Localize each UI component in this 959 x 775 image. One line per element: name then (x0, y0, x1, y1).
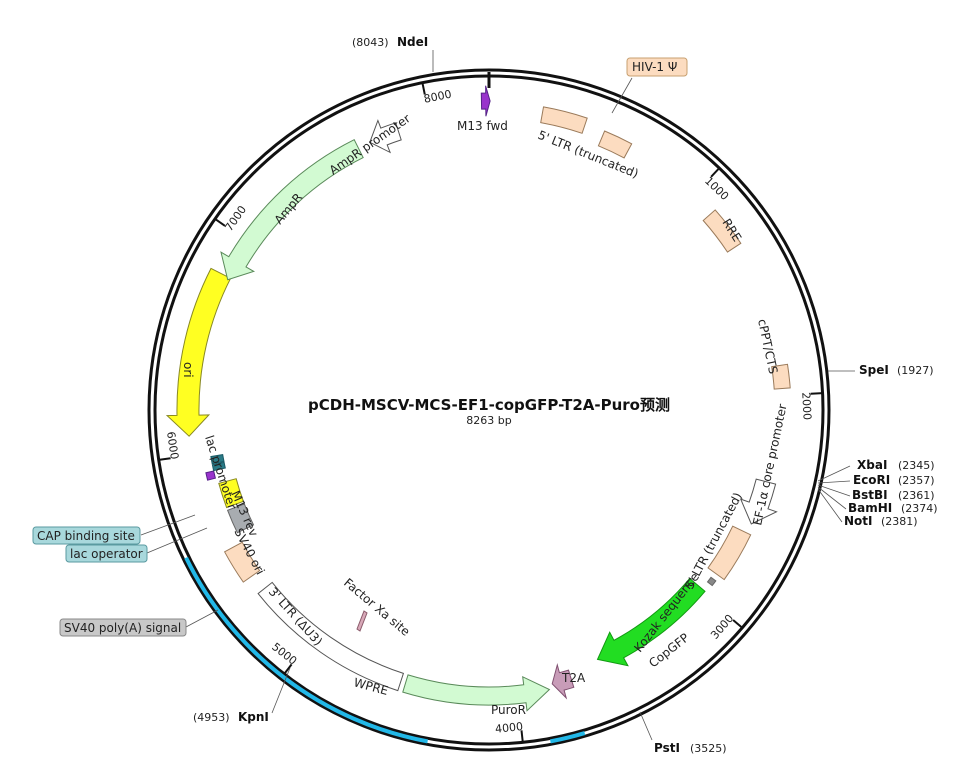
label-cppt: cPPT/CTS (755, 318, 780, 375)
polya-box (59, 618, 187, 637)
feature-kozak (706, 576, 717, 587)
tick-mark-7000 (214, 218, 226, 227)
feature-ltr3 (223, 541, 261, 583)
site-bamhi-pos: (2374) (901, 502, 938, 515)
site-noti-pos: (2381) (881, 515, 918, 528)
site-bamhi: BamHI (848, 501, 892, 515)
feature-m13fwd (480, 85, 491, 117)
site-psti-pos: (3525) (690, 742, 727, 755)
site-psti: PstI (654, 741, 680, 755)
hiv-psi-box (626, 57, 688, 77)
tick-label-8000: 8000 (423, 88, 453, 106)
site-xbai-pos: (2345) (898, 459, 935, 472)
tick-label-6000: 6000 (164, 431, 181, 461)
feature-sv40ori (218, 478, 245, 509)
tick-label-1000: 1000 (702, 174, 731, 203)
tick-label-7000: 7000 (222, 203, 249, 233)
tick-mark-3000 (732, 619, 743, 629)
feature-ampprom (369, 119, 402, 154)
lac-operator-label: lac operator (70, 547, 143, 561)
features (165, 85, 791, 712)
hiv-psi-label: HIV-1 Ψ (632, 60, 677, 74)
tick-label-4000: 4000 (494, 720, 523, 736)
tick-mark-6000 (158, 457, 171, 461)
feature-t2a (551, 662, 575, 700)
label-ltr3: 3' LTR (ΔU3) (266, 585, 325, 649)
tick-mark-5000 (283, 663, 293, 675)
feature-ori (165, 267, 232, 437)
backbone-outer (147, 68, 831, 752)
label-ori: ori (181, 362, 195, 378)
site-ecori-pos: (2357) (898, 474, 935, 487)
feature-puror (402, 674, 551, 712)
plasmid-title: pCDH-MSCV-MCS-EF1-copGFP-T2A-Puro预测 (308, 396, 670, 414)
label-t2a: T2A (561, 671, 586, 685)
blue-band (184, 556, 586, 744)
site-ecori: EcoRI (853, 473, 890, 487)
site-spei: SpeI (859, 363, 889, 377)
cap-binding-label: CAP binding site (37, 529, 135, 543)
plasmid-length: 8263 bp (466, 414, 511, 427)
tick-mark-4000 (520, 730, 524, 743)
site-kpni: KpnI (238, 710, 269, 724)
feature-wpre (257, 581, 405, 692)
site-ndei-pos: (8043) (352, 36, 389, 49)
feature-ltr5-trunc-b (597, 130, 633, 159)
feature-factorxa (356, 610, 368, 632)
polya-label: SV40 poly(A) signal (64, 621, 181, 635)
feature-ef1a (739, 478, 778, 525)
feature-lacop (211, 461, 226, 472)
feature-ltr5-trunc2 (707, 525, 752, 581)
label-m13-fwd: M13 fwd (457, 119, 508, 133)
tick-label-2000: 2000 (799, 392, 813, 421)
label-ef1a: EF-1α core promoter (750, 403, 789, 527)
feature-polya (226, 503, 255, 534)
feature-cap (210, 454, 225, 465)
site-xbai: XbaI (857, 458, 887, 472)
tick-mark-2000 (810, 392, 823, 395)
label-ampprom: AmpR promoter (327, 111, 413, 177)
feature-rre (702, 209, 742, 253)
site-kpni-pos: (4953) (193, 711, 230, 724)
feature-copgfp (596, 577, 706, 667)
feature-cppt (771, 363, 791, 390)
tick-mark-8000 (421, 82, 426, 95)
site-bstbi-pos: (2361) (898, 489, 935, 502)
cap-binding-box (32, 526, 141, 545)
feature-ltr5-trunc-a (540, 106, 588, 134)
site-bstbi: BstBI (852, 488, 888, 502)
lac-operator-box (65, 544, 148, 563)
tick-mark-1000 (710, 167, 721, 178)
label-kozak: Kozak sequence (631, 570, 702, 655)
label-puror: PuroR (491, 703, 526, 717)
site-noti: NotI (844, 514, 873, 528)
site-spei-pos: (1927) (897, 364, 934, 377)
feature-ampr (220, 139, 364, 281)
label-factorxa: Factor Xa site (341, 576, 413, 639)
site-ndei: NdeI (397, 35, 428, 49)
